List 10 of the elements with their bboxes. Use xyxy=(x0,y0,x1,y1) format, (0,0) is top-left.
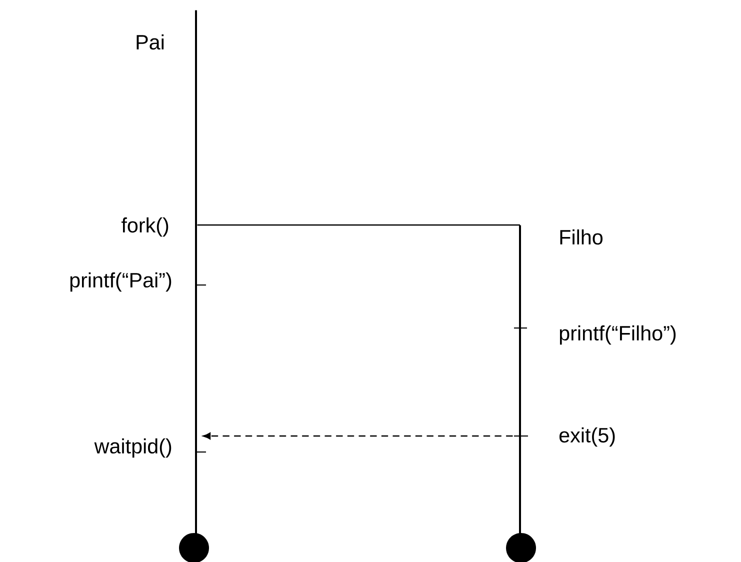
timeline xyxy=(195,10,197,536)
code-label: Filho xyxy=(560,229,603,245)
code-label: exit(5) xyxy=(559,427,615,447)
arrow xyxy=(202,432,513,440)
code-label: printf(“Pai”) xyxy=(70,272,172,292)
timeline xyxy=(519,225,521,536)
code-label: waitpid() xyxy=(94,438,172,458)
code-label: Pai xyxy=(136,34,164,50)
code-label: printf(“Filho”) xyxy=(560,325,676,345)
code-label: fork() xyxy=(121,217,168,237)
